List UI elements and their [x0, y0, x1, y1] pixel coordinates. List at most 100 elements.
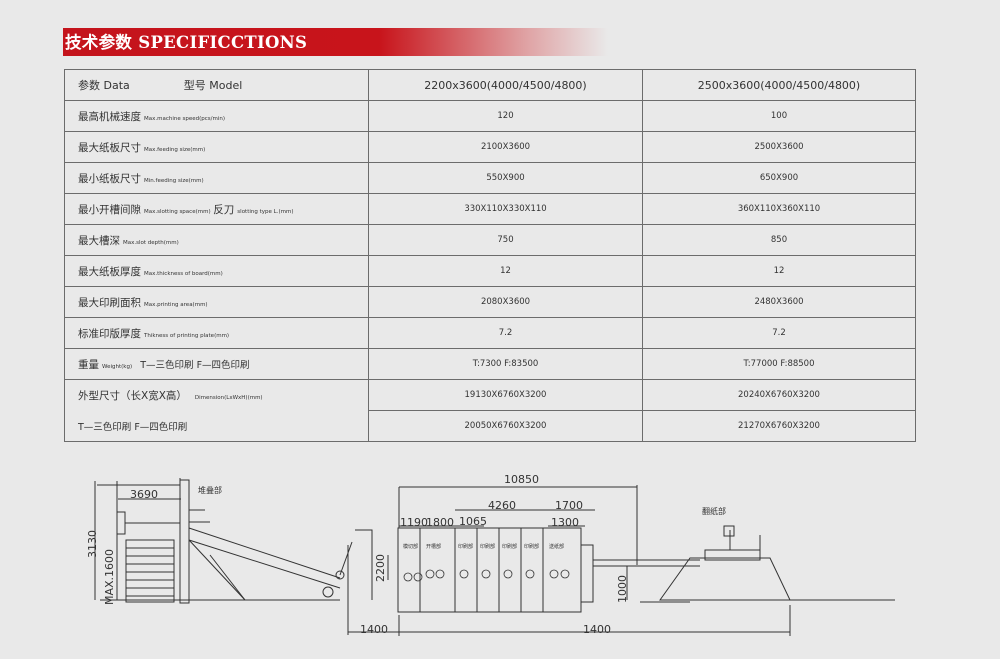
dim-total-length: 10850 [504, 473, 539, 486]
table-header-row: 参数 Data 型号 Model 2200x3600(4000/4500/4800… [64, 69, 916, 101]
row-label-zh2: 反刀 [213, 203, 235, 216]
row-value-1: 550X900 [368, 162, 643, 194]
row-label-en2: slotting type L.(mm) [237, 208, 294, 215]
dim-1190: 1190 [400, 516, 428, 529]
row-label-en: Max.thickness of board(mm) [144, 270, 223, 277]
row-value-1: 20050X6760X3200 [368, 410, 643, 442]
dim-max-1600: MAX.1600 [103, 549, 116, 605]
dim-height-3130: 3130 [86, 530, 99, 558]
unit-label: 印刷部 [458, 543, 473, 550]
row-label-en: Dimension(LxWxH)(mm) [194, 394, 263, 401]
unit-label: 印刷部 [480, 543, 495, 550]
label-feeder: 翻纸部 [702, 506, 726, 516]
row-value-1: 12 [368, 255, 643, 287]
unit-label: 模切部 [403, 543, 418, 550]
model-label: 型号 Model [183, 79, 243, 92]
row-label-zh: 重量 [78, 358, 99, 371]
row-value-2: 360X110X360X110 [642, 193, 916, 225]
row-label-en: Max.machine speed(pcs/min) [144, 115, 226, 122]
row-value-1: 330X110X330X110 [368, 193, 643, 225]
title-en: SPECIFICCTIONS [138, 33, 308, 52]
row-value-2: 650X900 [642, 162, 916, 194]
row-value-2: T:77000 F:88500 [642, 348, 916, 380]
stacker-frame [179, 479, 190, 604]
table-row-dimension-f: T—三色印刷 F—四色印刷 20050X6760X3200 21270X6760… [64, 410, 916, 442]
row-value-1: 750 [368, 224, 643, 256]
row-value-1: 7.2 [368, 317, 643, 349]
unit-label: 印刷部 [524, 543, 539, 550]
row-label: 外型尺寸（长X宽X高）Dimension(LxWxH)(mm) [64, 379, 369, 411]
row-label-en: Thikness of printing plate(mm) [144, 332, 230, 339]
dim-height-1000: 1000 [616, 575, 629, 603]
feeder-body [659, 557, 791, 601]
header-cell-param: 参数 Data 型号 Model [64, 69, 369, 101]
dim-height-2200: 2200 [374, 554, 387, 582]
dimension-note: T—三色印刷 F—四色印刷 [78, 421, 188, 433]
dim-print-length: 4260 [488, 499, 516, 512]
row-value-1: 2100X3600 [368, 131, 643, 163]
dim-1800: 1800 [426, 516, 454, 529]
dim-1700: 1700 [555, 499, 583, 512]
dim-1300: 1300 [551, 516, 579, 529]
title-banner [63, 28, 608, 56]
row-value-1: 19130X6760X3200 [368, 379, 643, 411]
label-stacker: 堆叠部 [198, 485, 222, 495]
unit-label: 印刷部 [502, 543, 517, 550]
row-label-zh: 最大槽深 [78, 234, 120, 247]
row-label-zh: 标准印版厚度 [78, 327, 141, 340]
row-label-en: Max.slotting space(mm) [144, 208, 211, 215]
row-value-2: 12 [642, 255, 916, 287]
dim-1065: 1065 [459, 515, 487, 528]
section-title: 技术参数 SPECIFICCTIONS [65, 31, 307, 55]
row-label-zh: 最小纸板尺寸 [78, 172, 141, 185]
row-value-2: 7.2 [642, 317, 916, 349]
spec-table: 参数 Data 型号 Model 2200x3600(4000/4500/4800… [64, 69, 916, 442]
row-value-2: 850 [642, 224, 916, 256]
row-value-1: 120 [368, 100, 643, 132]
row-value-2: 20240X6760X3200 [642, 379, 916, 411]
header-cell-model1: 2200x3600(4000/4500/4800) [368, 69, 643, 101]
row-label-zh: 最小开槽间隙 [78, 203, 141, 216]
row-label-en: Max.slot depth(mm) [123, 239, 179, 246]
row-label-zh: 最大纸板尺寸 [78, 141, 141, 154]
row-value-2: 2480X3600 [642, 286, 916, 318]
row-label-zh: 最高机械速度 [78, 110, 141, 123]
row-label-zh: 最大纸板厚度 [78, 265, 141, 278]
unit-label: 开槽部 [426, 543, 441, 550]
row-value-2: 2500X3600 [642, 131, 916, 163]
stacker-body [125, 539, 175, 603]
table-row-dimension-t: 外型尺寸（长X宽X高）Dimension(LxWxH)(mm) 19130X67… [64, 379, 916, 411]
conveyor [188, 527, 341, 579]
row-label-en: Weight(kg) [102, 363, 133, 370]
param-label: 参数 Data [78, 79, 130, 92]
row-label-en: Max.printing area(mm) [144, 301, 208, 308]
row-value-2: 21270X6760X3200 [642, 410, 916, 442]
row-value-2: 100 [642, 100, 916, 132]
dim-bottom-right: 1400 [583, 623, 611, 636]
weight-note: T—三色印刷 F—四色印刷 [140, 359, 250, 371]
row-label-zh: 最大印刷面积 [78, 296, 141, 309]
machine-drawing: 3690 堆叠部 3130 MAX.1600 2200 10850 4260 1… [86, 473, 895, 636]
dim-stacker-width: 3690 [130, 488, 158, 501]
header-cell-model2: 2500x3600(4000/4500/4800) [642, 69, 916, 101]
row-value-1: 2080X3600 [368, 286, 643, 318]
dim-bottom-left: 1400 [360, 623, 388, 636]
